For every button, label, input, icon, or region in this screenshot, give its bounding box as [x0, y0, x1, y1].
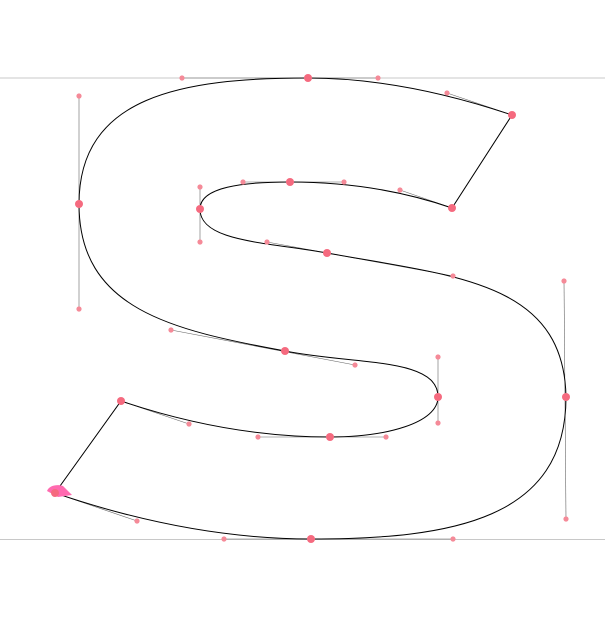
off-curve-point[interactable] — [397, 187, 403, 193]
off-curve-point[interactable] — [561, 278, 567, 284]
start-point[interactable] — [47, 485, 72, 497]
off-curve-point[interactable] — [444, 90, 450, 96]
start-point-arrow-icon — [47, 485, 72, 497]
on-curve-point[interactable] — [323, 249, 331, 257]
off-curve-point[interactable] — [76, 306, 82, 312]
handle-lines — [54, 77, 567, 540]
off-curve-point[interactable] — [352, 362, 358, 368]
on-curve-point[interactable] — [448, 204, 456, 212]
off-curve-point[interactable] — [186, 421, 192, 427]
off-curve-point[interactable] — [179, 75, 185, 81]
on-curve-point[interactable] — [196, 205, 204, 213]
off-curve-point[interactable] — [168, 327, 174, 333]
off-curve-point[interactable] — [240, 179, 246, 185]
off-curve-point[interactable] — [134, 518, 140, 524]
handle-line — [170, 329, 356, 366]
off-curve-point[interactable] — [255, 434, 261, 440]
off-curve-point[interactable] — [375, 75, 381, 81]
off-curve-point[interactable] — [197, 184, 203, 190]
off-curve-point[interactable] — [450, 536, 456, 542]
on-curve-points — [75, 74, 570, 543]
on-curve-point[interactable] — [304, 74, 312, 82]
glyph-outline-s[interactable] — [54, 77, 567, 540]
off-curve-points — [76, 75, 569, 542]
off-curve-point[interactable] — [450, 273, 456, 279]
off-curve-point[interactable] — [341, 179, 347, 185]
on-curve-point[interactable] — [562, 393, 570, 401]
on-curve-point[interactable] — [326, 433, 334, 441]
on-curve-point[interactable] — [75, 200, 83, 208]
on-curve-point[interactable] — [307, 535, 315, 543]
on-curve-point[interactable] — [117, 397, 125, 405]
start-point-dot — [51, 489, 59, 497]
off-curve-point[interactable] — [197, 239, 203, 245]
off-curve-point[interactable] — [383, 434, 389, 440]
on-curve-point[interactable] — [434, 393, 442, 401]
on-curve-point[interactable] — [508, 111, 516, 119]
off-curve-point[interactable] — [435, 420, 441, 426]
on-curve-point[interactable] — [281, 347, 289, 355]
off-curve-point[interactable] — [221, 536, 227, 542]
on-curve-point[interactable] — [286, 178, 294, 186]
off-curve-point[interactable] — [563, 516, 569, 522]
off-curve-point[interactable] — [435, 354, 441, 360]
off-curve-point[interactable] — [76, 93, 82, 99]
off-curve-point[interactable] — [264, 239, 270, 245]
